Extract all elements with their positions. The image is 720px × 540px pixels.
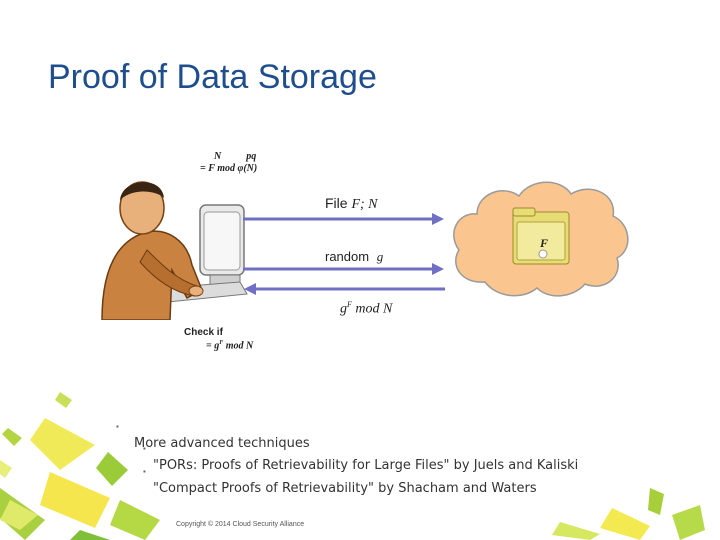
arrow-response-mod: mod N [355,301,393,317]
client-note-pq: pq [246,151,257,162]
arrow-random-text: random [325,249,370,264]
check-formula: = gF mod N [196,340,253,351]
bullet-marker: ▪ [116,422,119,431]
bullet-main: ▪ More advanced techniques [116,416,310,452]
user-at-computer-illustration [101,181,248,320]
accent-shapes-left [0,392,160,540]
slide-title: Proof of Data Storage [48,58,377,96]
check-label: Check if [184,327,223,338]
client-note-formula: = F mod φ(N) [200,163,258,174]
arrow-file-label: File F; N [325,195,378,213]
accent-shapes-right [552,488,705,540]
bullet-sub-text: "Compact Proofs of Retrievability" by Sh… [153,481,537,496]
arrow-response-exponent: F [347,300,352,309]
arrow-response [244,283,445,295]
cloud-storage [453,181,629,297]
arrow-random [243,263,444,275]
arrow-response-label: gF mod N [340,300,392,318]
client-note-n: N [214,151,222,162]
arrow-file [243,213,444,225]
arrow-response-base: g [340,301,347,317]
arrow-file-math: F; N [351,197,378,212]
copyright-footer: Copyright © 2014 Cloud Security Alliance [176,521,305,528]
arrow-file-text: File [325,195,348,211]
check-formula-base: = g [206,340,220,352]
file-folder-icon [512,207,570,265]
bullet-marker: ▪ [143,444,146,453]
bullet-sub-1: ▪ "PORs: Proofs of Retrievability for La… [143,438,578,474]
bullet-marker: ▪ [143,467,146,476]
client-note-line2: = F mod φ(N) [190,163,257,174]
check-formula-exponent: F [219,340,224,346]
arrow-random-label: random g [325,249,383,265]
bullet-sub-2: ▪ "Compact Proofs of Retrievability" by … [143,461,537,497]
bullet-main-text: More advanced techniques [134,436,310,451]
check-formula-mod: mod N [225,340,254,352]
cloud-file-label: F [540,236,549,250]
bullet-sub-text: "PORs: Proofs of Retrievability for Larg… [153,458,579,473]
arrow-random-math: g [376,249,384,264]
client-note-line1: N pq [214,151,256,162]
